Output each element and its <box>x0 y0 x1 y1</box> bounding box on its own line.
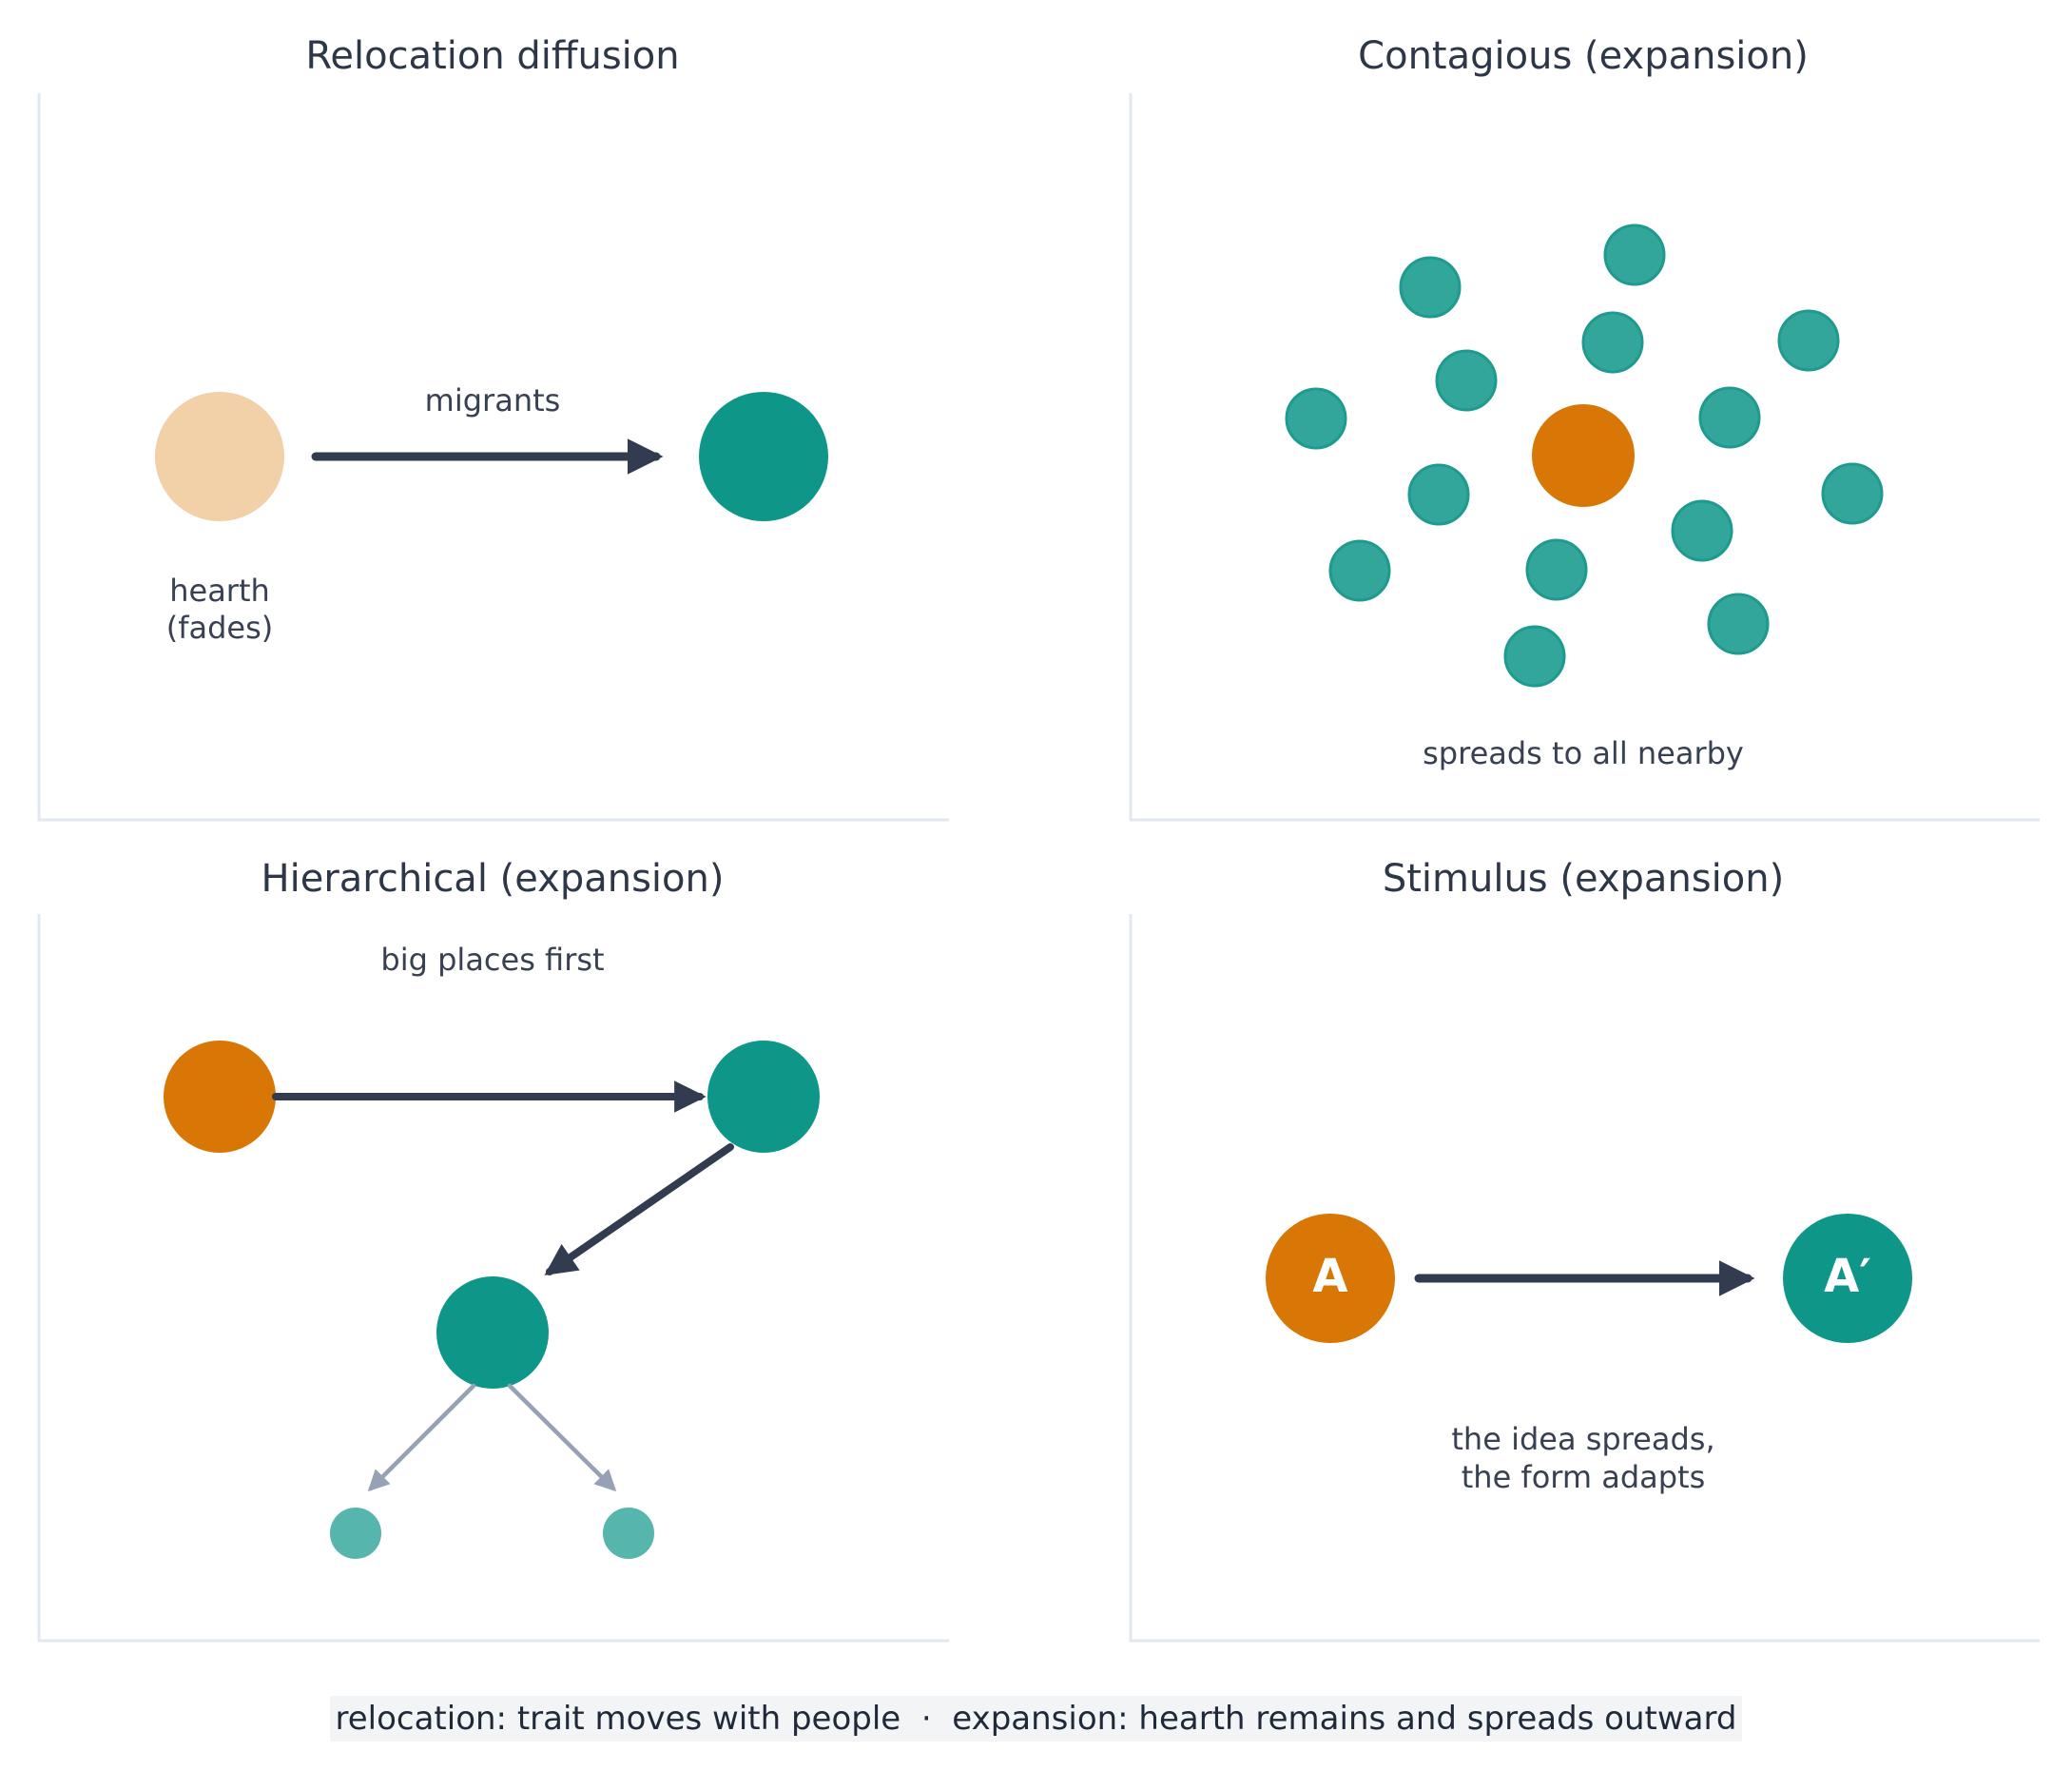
contagious-frame <box>1129 93 2040 822</box>
hierarchical-village-node-left <box>330 1508 381 1559</box>
stimulus-frame <box>1129 914 2040 1643</box>
hierarchical-arrow-to-village-left <box>367 1383 476 1492</box>
hierarchical-caption: big places first <box>380 942 604 978</box>
stimulus-caption-line2: the form adapts <box>1462 1459 1706 1495</box>
relocation-frame <box>37 93 949 822</box>
relocation-arrow-label: migrants <box>425 382 561 418</box>
contagious-neighbor-node <box>1328 539 1391 602</box>
contagious-neighbor-node <box>1707 593 1770 655</box>
footer-legend-note: relocation: trait moves with people · ex… <box>329 1696 1743 1742</box>
contagious-neighbor-node <box>1821 462 1884 525</box>
contagious-neighbor-node <box>1671 499 1733 562</box>
contagious-neighbor-node <box>1399 256 1462 319</box>
relocation-destination-node <box>699 392 828 521</box>
relocation-hearth-label-line2: (fades) <box>166 610 274 646</box>
hierarchical-arrow-to-village-right <box>507 1383 617 1492</box>
contagious-neighbor-node <box>1407 463 1470 526</box>
contagious-neighbor-node <box>1503 625 1566 688</box>
hierarchical-city-node <box>707 1041 820 1153</box>
stimulus-source-letter: A <box>1312 1250 1347 1303</box>
contagious-neighbor-node <box>1285 387 1347 450</box>
stimulus-target-letter: A′ <box>1824 1250 1871 1303</box>
stimulus-caption-line1: the idea spreads, <box>1451 1421 1714 1457</box>
stimulus-target-node <box>1783 1214 1912 1343</box>
panel-relocation: Relocation diffusion migrants hearth (fa… <box>37 34 949 822</box>
contagious-neighbor-nodes <box>1285 224 1884 688</box>
hierarchical-village-node-right <box>603 1508 654 1559</box>
stimulus-source-node <box>1266 1214 1395 1343</box>
hierarchical-frame <box>37 914 949 1643</box>
contagious-neighbor-node <box>1603 224 1666 286</box>
relocation-hearth-node <box>155 392 284 521</box>
contagious-neighbor-node <box>1698 386 1761 449</box>
hierarchical-hearth-node <box>164 1041 276 1153</box>
relocation-hearth-label-line1: hearth <box>169 573 270 609</box>
panel-stimulus: Stimulus (expansion) A A′ the idea sprea… <box>1129 857 2040 1643</box>
contagious-hearth-node <box>1532 404 1635 507</box>
hierarchical-arrow-to-town <box>544 1143 734 1275</box>
contagious-caption: spreads to all nearby <box>1423 735 1744 771</box>
relocation-title: Relocation diffusion <box>305 34 679 78</box>
hierarchical-town-node <box>436 1276 549 1389</box>
contagious-neighbor-node <box>1777 309 1840 372</box>
contagious-title: Contagious (expansion) <box>1358 34 1809 78</box>
panel-contagious: Contagious (expansion) spreads to all ne… <box>1129 34 2040 822</box>
stimulus-title: Stimulus (expansion) <box>1383 857 1784 901</box>
contagious-neighbor-node <box>1581 311 1644 374</box>
contagious-neighbor-node <box>1435 349 1498 412</box>
hierarchical-title: Hierarchical (expansion) <box>261 857 725 901</box>
contagious-neighbor-node <box>1525 538 1588 601</box>
footer: relocation: trait moves with people · ex… <box>0 1696 2072 1742</box>
panel-hierarchical: Hierarchical (expansion) big places firs… <box>37 857 949 1643</box>
